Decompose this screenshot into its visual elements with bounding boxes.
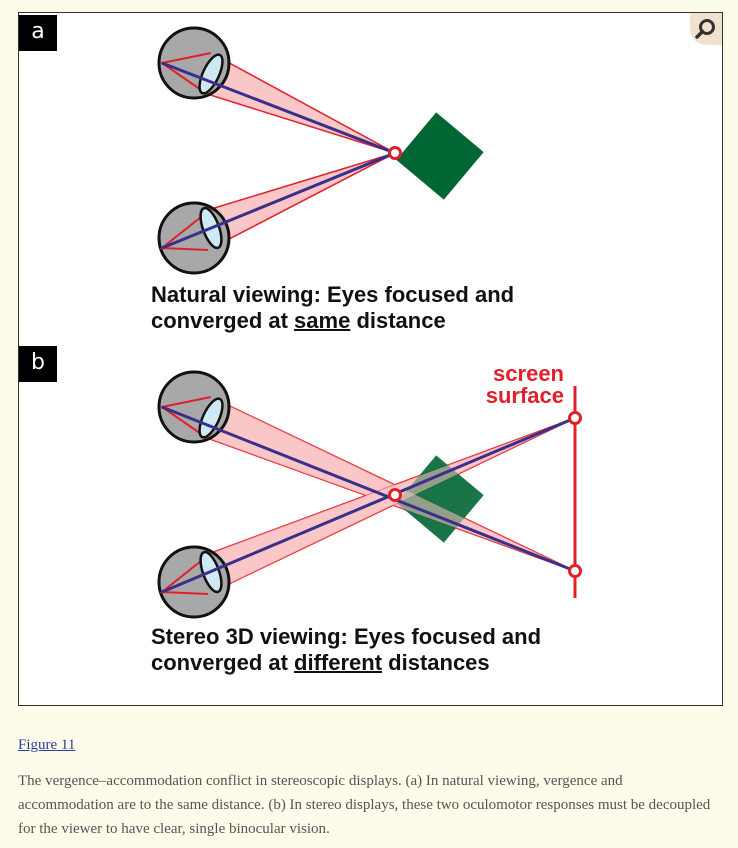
screen-label-line1: screen <box>493 361 564 386</box>
screen-surface-label: screen surface <box>486 363 564 407</box>
figure-link[interactable]: Figure 11 <box>18 737 76 753</box>
panel-a-caption-line2: converged at same distance <box>151 308 446 334</box>
figure-frame: a b Natural viewing: Eyes focused and co… <box>18 12 723 706</box>
panel-b-caption-suffix: distances <box>382 650 490 675</box>
panel-b-screen-point-lower <box>568 564 582 578</box>
panel-a-fixation-point <box>388 146 402 160</box>
magnifier-icon <box>695 19 715 39</box>
panel-b-tag: b <box>19 346 57 382</box>
panel-a-caption-prefix: converged at <box>151 308 295 333</box>
panel-a-object <box>396 112 484 200</box>
panel-b-diagram <box>157 370 582 619</box>
panel-b-caption-prefix: converged at <box>151 650 295 675</box>
vergence-accommodation-diagram <box>157 26 582 619</box>
panel-a-bottom-eye <box>157 151 396 275</box>
panel-b-caption-line1: Stereo 3D viewing: Eyes focused and <box>151 624 542 649</box>
panel-a-caption-suffix: distance <box>350 308 446 333</box>
panel-a-caption-emphasis: same <box>294 308 351 333</box>
panel-b-vergence-point <box>388 488 402 502</box>
panel-b-bottom-eye <box>157 416 576 619</box>
panel-a-bottom-ray-cone <box>207 152 396 252</box>
panel-b-screen-point-upper <box>568 411 582 425</box>
panel-b-caption-line2: converged at different distances <box>151 650 490 676</box>
panel-a-tag: a <box>19 15 57 51</box>
panel-a-top-eye <box>157 26 396 155</box>
panel-a-diagram <box>157 26 484 275</box>
screen-label-line2: surface <box>485 383 564 408</box>
figure-caption: The vergence–accommodation conflict in s… <box>18 773 711 837</box>
panel-b-top-eye <box>157 370 576 573</box>
panel-a-caption-line1: Natural viewing: Eyes focused and <box>151 282 515 307</box>
zoom-button[interactable] <box>690 13 722 45</box>
panel-b-caption-emphasis: different <box>294 650 383 675</box>
panel-a-top-ray-cone <box>206 51 396 154</box>
